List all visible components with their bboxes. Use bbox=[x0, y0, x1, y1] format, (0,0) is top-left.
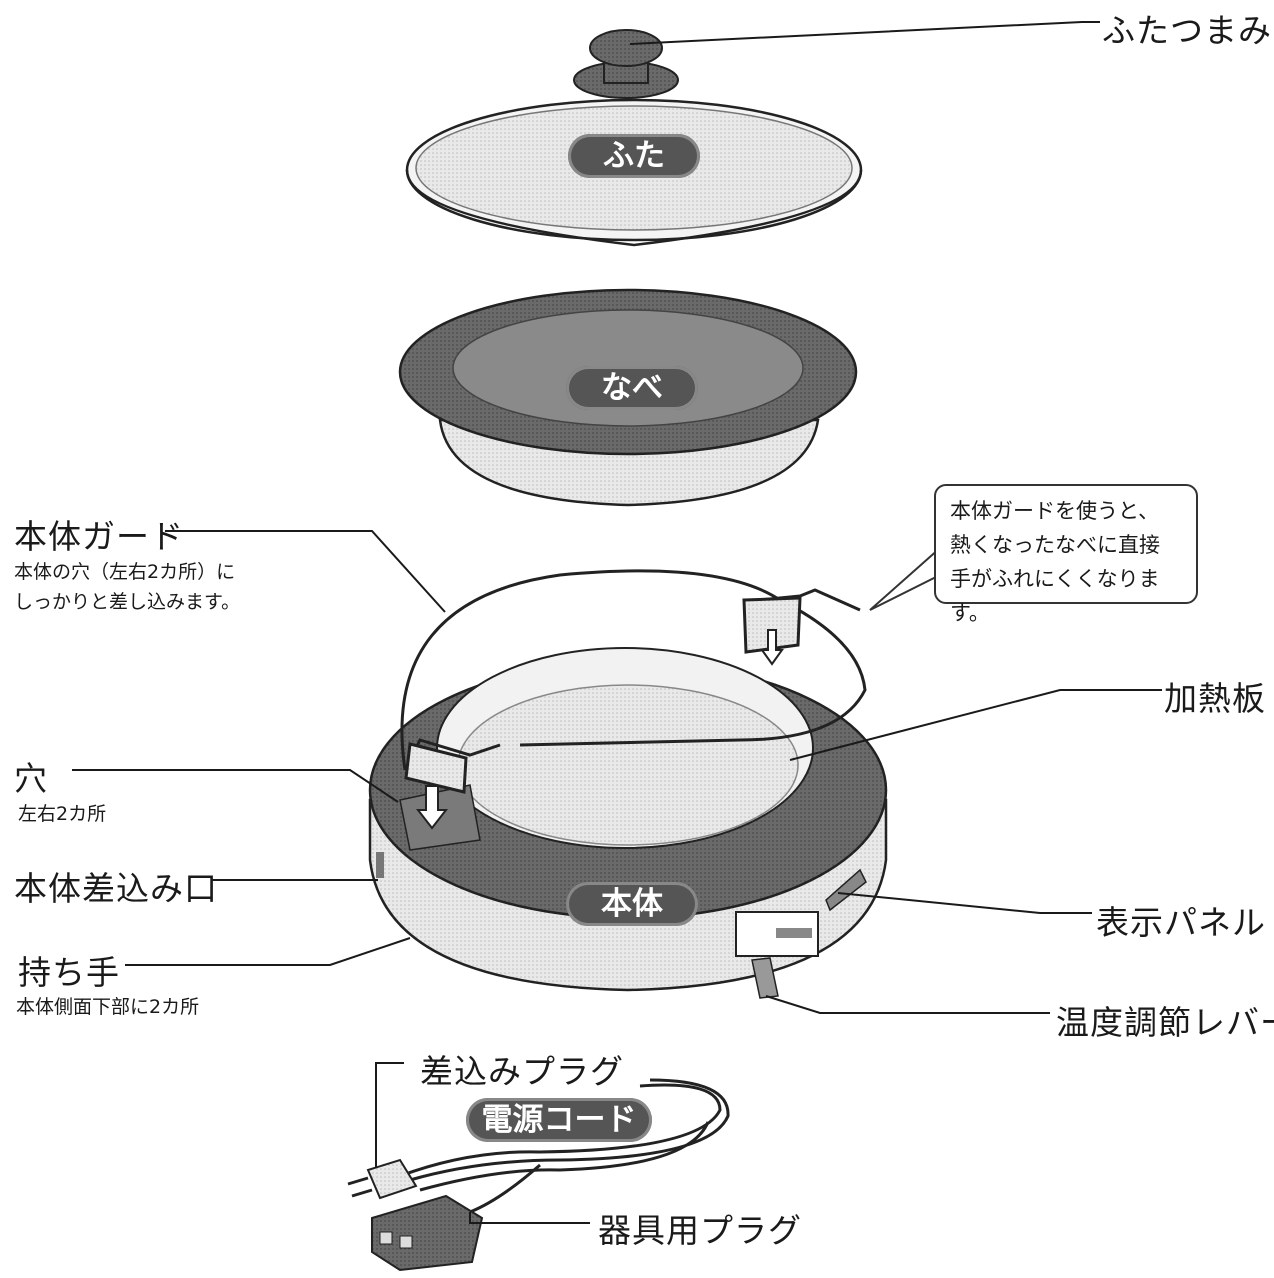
body-label: 本体 bbox=[566, 882, 698, 926]
leader-lines bbox=[72, 21, 1162, 1224]
guard-note-1: 本体の穴（左右2カ所）に bbox=[14, 561, 236, 583]
plug bbox=[347, 1158, 418, 1200]
lid-knob-label: ふたつまみ bbox=[1102, 11, 1272, 50]
display-panel-label: 表示パネル bbox=[1096, 903, 1266, 942]
lid-knob bbox=[573, 29, 679, 99]
callout-line-1: 本体ガードを使うと、 bbox=[950, 499, 1160, 523]
handle-label: 持ち手 bbox=[18, 953, 120, 992]
callout-line-3: 手がふれにくくなります。 bbox=[950, 567, 1160, 625]
cord-label: 電源コード bbox=[466, 1098, 652, 1142]
guard-label: 本体ガード bbox=[14, 517, 184, 556]
inlet-label: 本体差込み口 bbox=[14, 869, 218, 908]
temp-lever-label: 温度調節レバー bbox=[1056, 1003, 1274, 1042]
body bbox=[368, 647, 888, 999]
guard-note-2: しっかりと差し込みます。 bbox=[14, 591, 241, 613]
plug-label: 差込みプラグ bbox=[420, 1052, 624, 1091]
insert-arrows bbox=[415, 629, 784, 830]
callout-line-2: 熱くなったなべに直接 bbox=[950, 533, 1160, 557]
handle-note: 本体側面下部に2カ所 bbox=[16, 996, 200, 1018]
appliance-plug-label: 器具用プラグ bbox=[598, 1211, 802, 1250]
pot-label: なべ bbox=[566, 366, 698, 410]
body-guard bbox=[400, 569, 867, 794]
lid-label: ふた bbox=[568, 134, 700, 178]
heating-plate-label: 加熱板 bbox=[1164, 679, 1266, 718]
hole-label: 穴 bbox=[14, 759, 48, 798]
power-cord bbox=[399, 1078, 730, 1214]
hole-note: 左右2カ所 bbox=[18, 803, 107, 825]
appliance-plug bbox=[371, 1194, 484, 1272]
guard-callout: 本体ガードを使うと、 熱くなったなべに直接 手がふれにくくなります。 bbox=[934, 484, 1198, 625]
callout-tail bbox=[869, 547, 951, 611]
